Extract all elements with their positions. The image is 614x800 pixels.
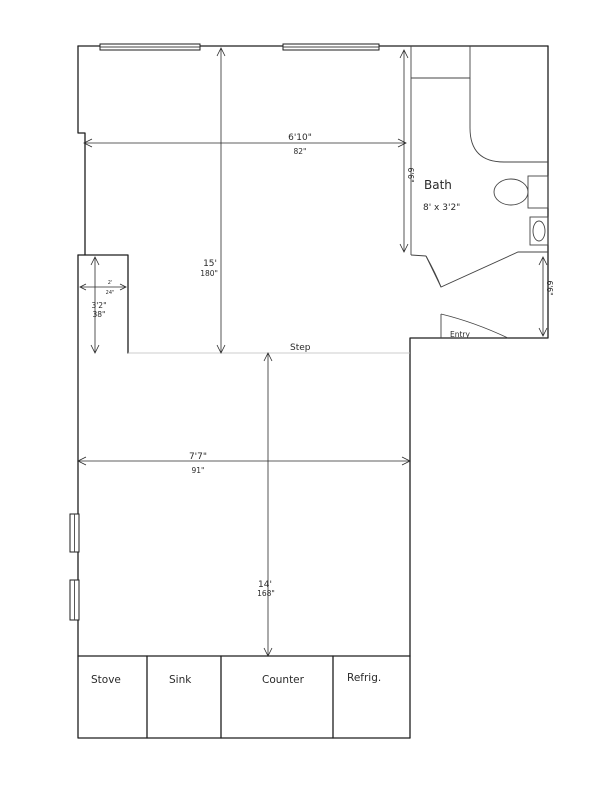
lower-width-feet: 7'7" bbox=[189, 452, 207, 462]
bathroom bbox=[410, 46, 548, 288]
sink-label: Sink bbox=[169, 674, 192, 686]
top-window-left bbox=[99, 43, 201, 51]
upper-width-inches: 82" bbox=[294, 147, 307, 156]
top-window-right bbox=[282, 43, 380, 51]
side-window-lower bbox=[69, 579, 80, 621]
sink-icon bbox=[529, 216, 549, 246]
bath-height-label: 6'6" bbox=[406, 167, 415, 182]
step-label: Step bbox=[290, 343, 311, 353]
bath-label: Bath bbox=[424, 178, 452, 192]
refrigerator-label: Refrig. bbox=[347, 672, 381, 684]
counter-label: Counter bbox=[262, 674, 305, 686]
closet-width-feet: 3'2" bbox=[91, 301, 106, 310]
outer-walls bbox=[77, 45, 549, 739]
upper-length-feet: 15' bbox=[203, 259, 217, 269]
upper-width-feet: 6'10" bbox=[288, 133, 312, 143]
bath-size-label: 8' x 3'2" bbox=[423, 203, 460, 213]
entry-door bbox=[440, 313, 509, 339]
lower-length-inches: 168" bbox=[257, 589, 275, 598]
closet-depth-inches: 24" bbox=[106, 290, 115, 296]
stove-label: Stove bbox=[91, 674, 121, 686]
closet-width-inches: 38" bbox=[93, 310, 106, 319]
lower-length-feet: 14' bbox=[258, 580, 272, 590]
kitchen-counters bbox=[77, 655, 411, 739]
closet-depth-feet: 2' bbox=[108, 280, 113, 286]
entry-height-label: 6'6" bbox=[545, 280, 554, 295]
lower-width-inches: 91" bbox=[192, 466, 205, 475]
side-window-upper bbox=[69, 513, 80, 553]
upper-length-inches: 180" bbox=[200, 269, 218, 278]
toilet-icon bbox=[493, 175, 549, 209]
dimension-lines bbox=[77, 47, 548, 657]
entry-label: Entry bbox=[450, 330, 471, 339]
